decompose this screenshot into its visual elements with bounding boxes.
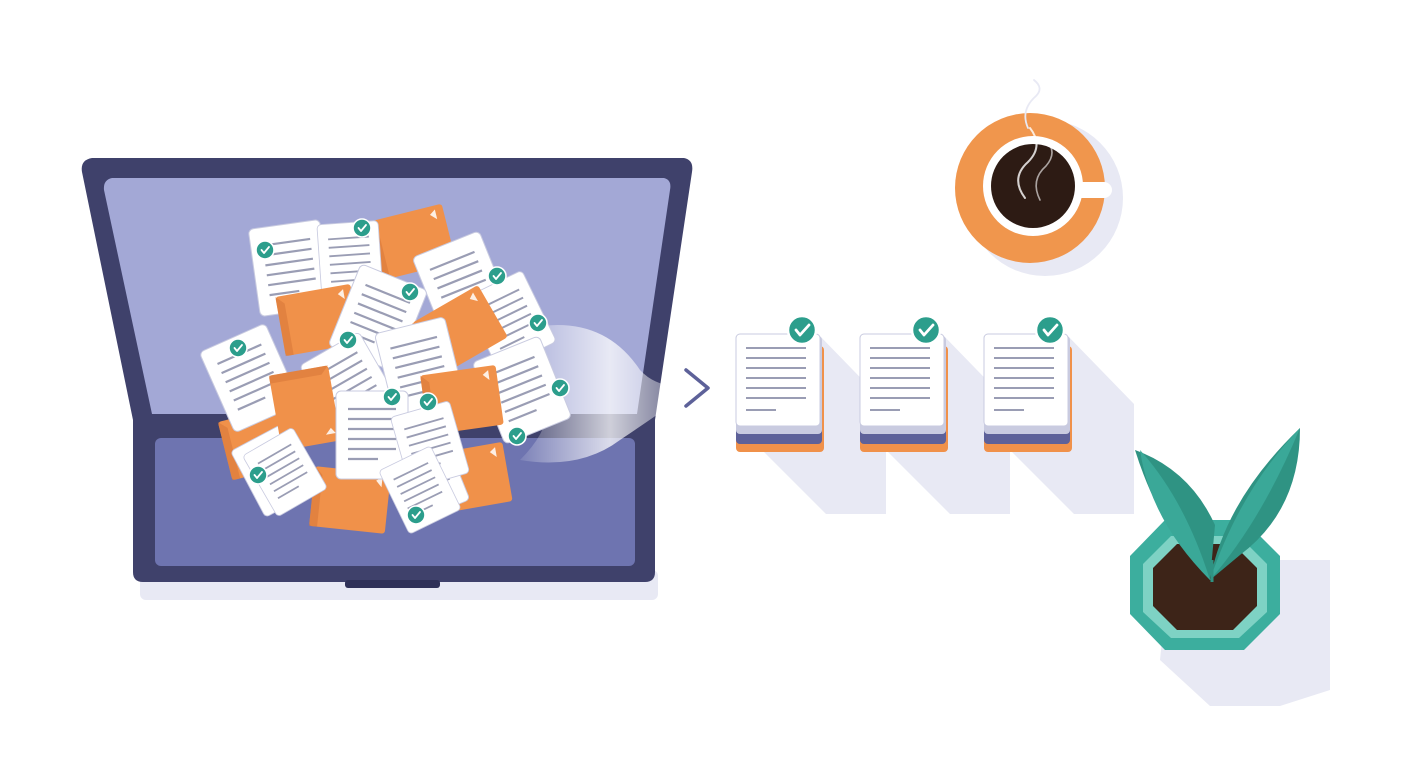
plant-leaf-left-highlight [1140, 450, 1210, 580]
steam-swirl [1035, 139, 1053, 201]
checkmark-icon [382, 387, 402, 407]
checkmark-icon [786, 314, 818, 346]
sorted-stacks [735, 314, 1134, 514]
checkmark-icon [255, 240, 275, 260]
coffee-cup-icon [955, 79, 1123, 276]
coffee-liquid [991, 144, 1075, 228]
laptop-hinge-notch [345, 580, 440, 588]
checkmark-icon [418, 392, 438, 412]
checkmark-icon [228, 338, 248, 358]
checkmark-icon [528, 313, 548, 333]
checkmark-icon [352, 218, 372, 238]
potted-plant-icon [1130, 428, 1330, 706]
flow-swoosh [520, 325, 700, 463]
plant-leaf-right-highlight [1210, 428, 1300, 580]
checkmark-icon [507, 426, 527, 446]
checkmark-icon [910, 314, 942, 346]
checkmark-icon [248, 465, 268, 485]
plant-soil [1153, 544, 1257, 630]
chevron-right-icon [684, 368, 710, 408]
checkmark-icon [487, 266, 507, 286]
checkmark-icon [406, 505, 426, 525]
checkmark-icon [550, 378, 570, 398]
document-stack [859, 314, 1010, 514]
checkmark-icon [1034, 314, 1066, 346]
steam-trail [1024, 79, 1041, 129]
steam-swirl [1017, 127, 1038, 199]
document-stack [983, 314, 1134, 514]
checkmark-icon [400, 282, 420, 302]
checkmark-icon [338, 330, 358, 350]
document-stack [735, 314, 886, 514]
